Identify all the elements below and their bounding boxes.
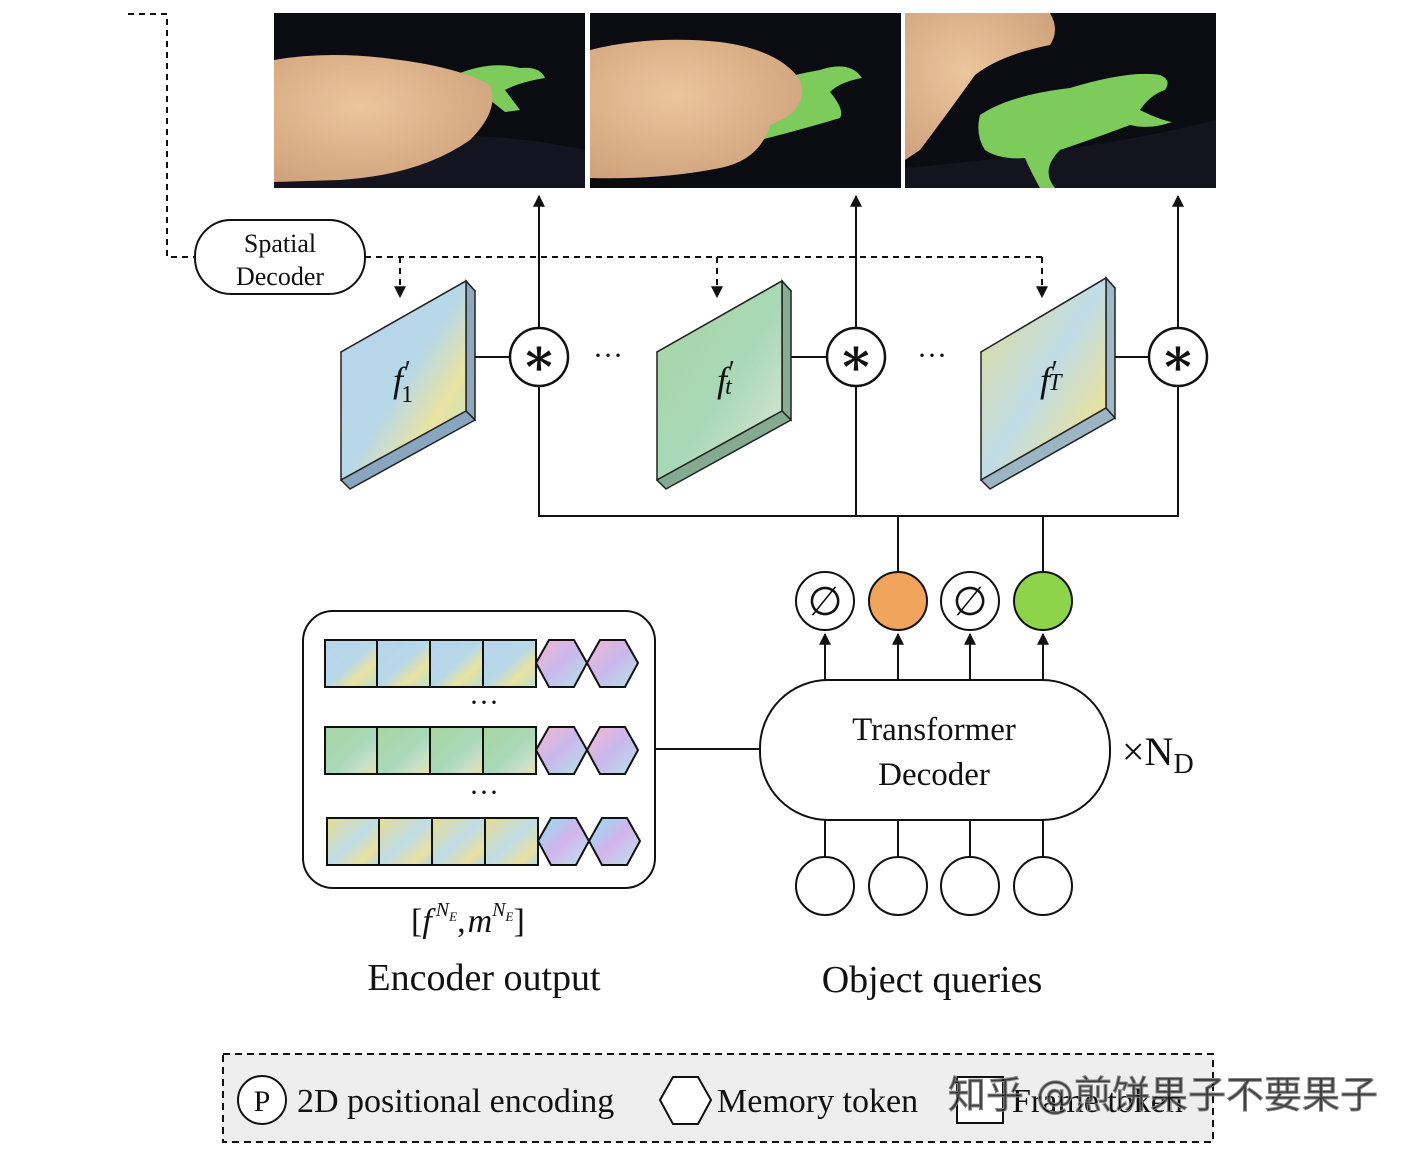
spatial-decoder-line1: Spatial — [244, 229, 316, 258]
conv-symbol-t: ∗ — [838, 330, 874, 387]
feature-1-sub: 1 — [401, 382, 413, 408]
memory-token — [585, 726, 640, 775]
frame-token — [429, 639, 484, 688]
conv-symbol-1: ∗ — [521, 330, 557, 387]
svg-text:f′t: f′t — [717, 356, 734, 400]
memory-legend-label: Memory token — [717, 1083, 918, 1120]
feature-map-1: f′1 — [339, 279, 477, 490]
video-frame-1 — [274, 13, 585, 188]
legend: P 2D positional encoding Memory token Fr… — [222, 1053, 1214, 1143]
positional-legend-symbol: P — [254, 1085, 271, 1118]
feature-map-T: f′T — [979, 276, 1117, 490]
video-frame-3 — [905, 13, 1216, 188]
green-output-token — [1013, 571, 1073, 631]
formula-f: f — [422, 903, 436, 940]
conv-op-t: ∗ — [825, 326, 887, 388]
queries-caption: Object queries — [822, 959, 1043, 1001]
frame-token — [326, 817, 380, 866]
ellipsis-1: ··· — [593, 339, 623, 372]
formula-close: ] — [513, 903, 524, 940]
frame-token — [376, 639, 431, 688]
spatial-decoder-box: Spatial Decoder — [194, 219, 366, 295]
svg-text:f′1: f′1 — [393, 356, 413, 408]
null-symbol-2: ∅ — [953, 579, 988, 624]
encoder-caption: Encoder output — [367, 957, 601, 999]
video-frame-2 — [590, 13, 901, 188]
frame-token — [482, 639, 537, 688]
frame-token — [429, 726, 484, 775]
frame-token — [484, 817, 539, 866]
token-row-1 — [324, 639, 640, 688]
object-query-1 — [795, 856, 855, 916]
feature-T-prime: ′ — [1050, 356, 1057, 387]
positional-legend-label: 2D positional encoding — [297, 1083, 614, 1120]
svg-text:f′T: f′T — [1040, 356, 1063, 400]
frame-token — [324, 726, 378, 775]
frame-token — [431, 817, 486, 866]
feature-map-t: f′t — [655, 279, 793, 490]
null-output-2: ∅ — [940, 571, 1000, 631]
object-query-4 — [1013, 856, 1073, 916]
memory-token — [587, 817, 642, 866]
frame-token — [378, 817, 433, 866]
formula-f-sup: N — [435, 899, 451, 921]
feature-T-sub: T — [1048, 370, 1063, 396]
object-query-3 — [940, 856, 1000, 916]
watermark: 知乎 @煎饼果子不要果子 — [948, 1073, 1378, 1117]
frame-token — [376, 726, 431, 775]
vertical-ellipsis-2: ··· — [469, 776, 499, 809]
transformer-line1: Transformer — [852, 712, 1016, 748]
formula-m-sup: N — [491, 899, 507, 921]
transformer-decoder-box: Transformer Decoder — [759, 679, 1111, 821]
formula-f-sup-sub: E — [448, 909, 457, 924]
object-query-2 — [868, 856, 928, 916]
feature-1-prime: ′ — [403, 356, 410, 387]
repeat-label: ×N — [1122, 729, 1173, 774]
null-output-1: ∅ — [795, 571, 855, 631]
null-symbol-1: ∅ — [808, 579, 843, 624]
formula-m-sup-sub: E — [504, 909, 513, 924]
memory-legend-icon — [658, 1076, 713, 1125]
repeat-sub: D — [1173, 749, 1193, 780]
formula-open: [ — [411, 903, 422, 940]
transformer-line2: Decoder — [878, 757, 990, 793]
conv-symbol-T: ∗ — [1160, 330, 1196, 387]
frame-token — [482, 726, 537, 775]
feature-t-sub: t — [725, 374, 733, 400]
frame-legend-icon — [956, 1076, 1004, 1124]
formula-m: m — [468, 903, 493, 940]
spatial-decoder-line2: Decoder — [236, 262, 324, 291]
encoder-output-box: ··· ··· — [302, 610, 656, 889]
token-row-3 — [326, 817, 642, 866]
token-row-2 — [324, 726, 640, 775]
ellipsis-2: ··· — [917, 339, 947, 372]
conv-op-1: ∗ — [508, 326, 570, 388]
memory-token — [585, 639, 640, 688]
svg-text:×ND: ×ND — [1122, 729, 1194, 780]
feature-t-prime: ′ — [727, 356, 734, 387]
formula-comma: , — [457, 903, 466, 940]
frame-token — [324, 639, 378, 688]
orange-output-token — [868, 571, 928, 631]
vertical-ellipsis-1: ··· — [469, 686, 499, 719]
conv-op-T: ∗ — [1147, 326, 1209, 388]
frame-legend-label: Frame token — [1012, 1083, 1183, 1120]
positional-legend-icon — [237, 1075, 287, 1125]
